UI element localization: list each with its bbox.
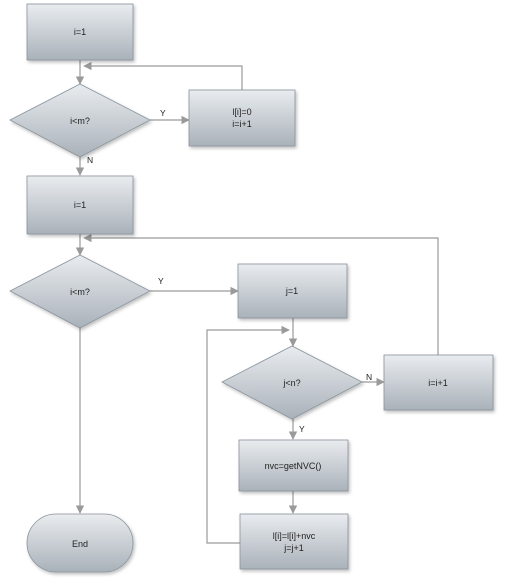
process-init-i-2: i=1 — [26, 175, 134, 235]
process-init-j-label: j=1 — [285, 286, 298, 296]
process-incr-i-label: i=i+1 — [428, 378, 448, 388]
label-cond1-yes: Y — [160, 108, 166, 118]
process-init-i-2-label: i=1 — [74, 200, 86, 210]
process-get-nvc: nvc=getNVC() — [238, 439, 349, 492]
process-incr-i: i=i+1 — [383, 354, 494, 411]
terminator-end: End — [26, 513, 134, 573]
process-get-nvc-label: nvc=getNVC() — [265, 461, 322, 471]
process-set-zero: l[i]=0 i=i+1 — [188, 89, 296, 147]
process-set-zero-line2: i=i+1 — [232, 119, 252, 129]
label-condj-yes: Y — [299, 424, 305, 434]
process-init-i-1: i=1 — [26, 3, 134, 61]
decision-cond-2: i<m? — [9, 254, 151, 329]
decision-cond-1: i<m? — [9, 83, 151, 158]
edge-setzero-loopback — [83, 61, 243, 90]
process-set-zero-line1: l[i]=0 — [232, 107, 251, 117]
decision-cond-j: j<n? — [221, 345, 363, 420]
connectors — [75, 60, 439, 544]
edge-labels: Y N Y N Y — [87, 108, 372, 434]
process-init-j: j=1 — [237, 263, 348, 319]
decision-cond-j-label: j<n? — [282, 378, 300, 388]
label-cond2-yes: Y — [158, 276, 164, 286]
process-accumulate-line1: l[i]=l[i]+nvc — [273, 531, 316, 541]
process-accumulate-line2: j=j+1 — [283, 543, 304, 553]
label-cond1-no: N — [87, 155, 93, 165]
process-init-i-1-label: i=1 — [74, 27, 86, 37]
terminator-end-label: End — [72, 539, 88, 549]
edge-accum-loopback — [206, 325, 290, 544]
label-condj-no: N — [366, 372, 372, 382]
decision-cond-2-label: i<m? — [70, 287, 90, 297]
edge-incri-loopback — [83, 233, 439, 355]
process-accumulate: l[i]=l[i]+nvc j=j+1 — [239, 513, 349, 570]
decision-cond-1-label: i<m? — [70, 116, 90, 126]
